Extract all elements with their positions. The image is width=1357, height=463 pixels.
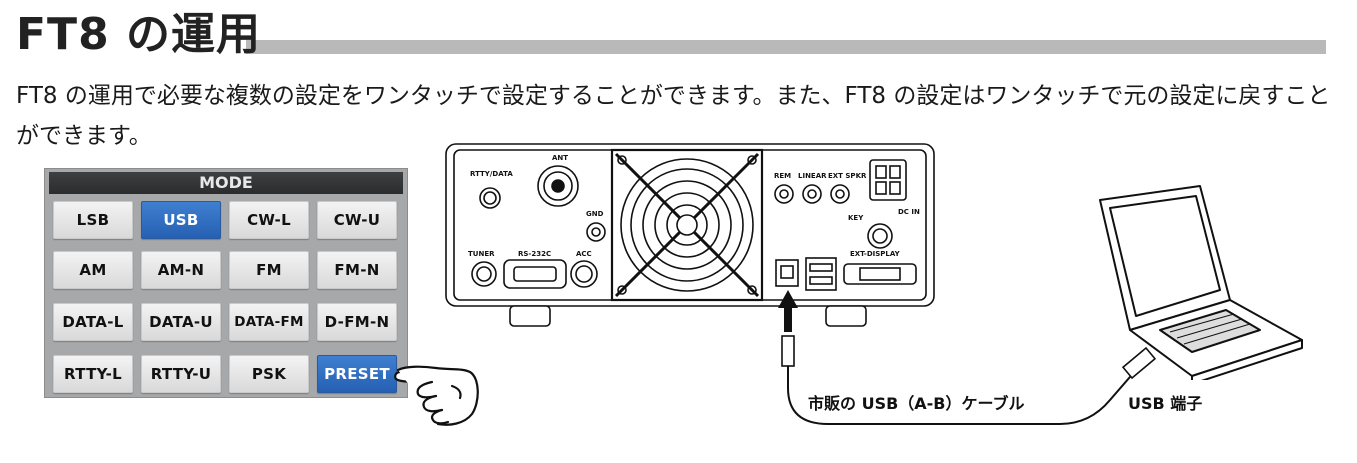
mode-panel-header: MODE — [49, 172, 403, 194]
mode-button-data-l[interactable]: DATA-L — [53, 303, 133, 341]
gnd-label: GND — [586, 210, 604, 218]
intro-text: FT8 の運用で必要な複数の設定をワンタッチで設定することができます。また、FT… — [16, 83, 1331, 149]
mode-button-data-u[interactable]: DATA-U — [141, 303, 221, 341]
mode-button-cw-l[interactable]: CW-L — [229, 201, 309, 239]
mode-button-am-n[interactable]: AM-N — [141, 251, 221, 289]
section-heading: FT8 の運用 — [16, 6, 1326, 64]
mode-button-lsb[interactable]: LSB — [53, 201, 133, 239]
key-label: KEY — [848, 214, 864, 222]
pointing-hand-icon — [394, 365, 479, 426]
rear-panel-illustration: RTTY/DATA ANT GND TUNER RS-232C ACC REM … — [445, 143, 935, 327]
tuner-label: TUNER — [468, 250, 495, 258]
usb-cable-label: 市販の USB（A-B）ケーブル — [808, 394, 1025, 413]
rem-label: REM — [774, 172, 791, 180]
laptop-illustration — [1099, 185, 1303, 380]
mode-button-psk[interactable]: PSK — [229, 355, 309, 393]
rtty-data-label: RTTY/DATA — [470, 170, 513, 178]
mode-button-usb[interactable]: USB — [141, 201, 221, 239]
acc-label: ACC — [576, 250, 592, 258]
mode-button-data-fm[interactable]: DATA-FM — [229, 303, 309, 341]
ext-display-label: EXT-DISPLAY — [850, 250, 901, 258]
usb-port-label: USB 端子 — [1128, 394, 1203, 413]
linear-label: LINEAR — [798, 172, 827, 180]
ext-spkr-label: EXT SPKR — [828, 172, 867, 180]
ant-label: ANT — [552, 154, 568, 162]
mode-panel: MODE LSB USB CW-L CW-U AM AM-N FM FM-N D… — [44, 168, 408, 398]
mode-button-preset[interactable]: PRESET — [317, 355, 397, 393]
mode-button-fm[interactable]: FM — [229, 251, 309, 289]
mode-button-fm-n[interactable]: FM-N — [317, 251, 397, 289]
mode-button-rtty-u[interactable]: RTTY-U — [141, 355, 221, 393]
mode-button-rtty-l[interactable]: RTTY-L — [53, 355, 133, 393]
mode-button-d-fm-n[interactable]: D-FM-N — [317, 303, 397, 341]
heading-bar — [246, 40, 1326, 54]
rs232c-label: RS-232C — [518, 250, 551, 258]
dc-in-label: DC IN — [898, 208, 920, 216]
heading-title: FT8 の運用 — [16, 9, 262, 60]
mode-button-am[interactable]: AM — [53, 251, 133, 289]
mode-button-cw-u[interactable]: CW-U — [317, 201, 397, 239]
